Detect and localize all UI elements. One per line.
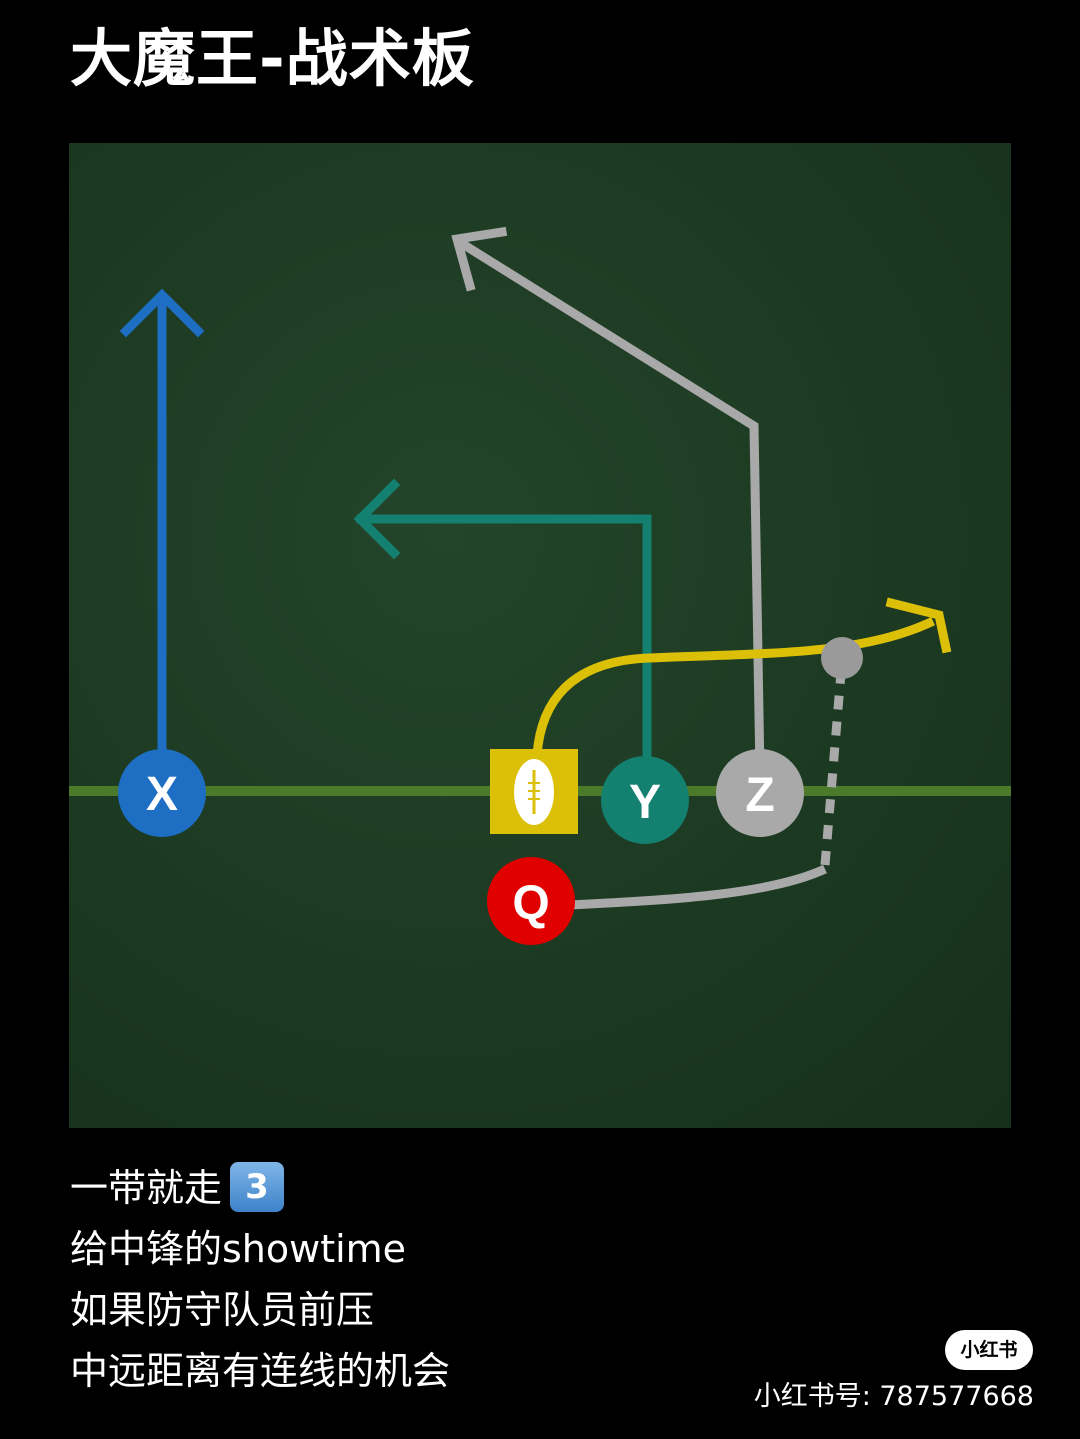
center-player bbox=[490, 749, 578, 834]
player-y: Y bbox=[601, 756, 689, 844]
player-z-label: Z bbox=[745, 769, 774, 822]
center-route bbox=[532, 597, 952, 760]
caption-line-2: 给中锋的showtime bbox=[70, 1227, 407, 1271]
player-x: X bbox=[118, 749, 206, 837]
player-q-label: Q bbox=[512, 877, 549, 930]
caption-line-3: 如果防守队员前压 bbox=[70, 1288, 375, 1332]
x-route bbox=[119, 288, 205, 778]
caption-line-1-text: 一带就走 bbox=[70, 1166, 223, 1210]
watermark: 小红书号: 787577668 bbox=[753, 1381, 1034, 1412]
y-route bbox=[353, 478, 652, 778]
number-badge: 3 bbox=[230, 1161, 285, 1212]
player-y-label: Y bbox=[629, 776, 661, 829]
q-route bbox=[568, 672, 846, 910]
xiaohongshu-logo: 小红书 bbox=[945, 1330, 1033, 1370]
catch-point-marker bbox=[821, 637, 863, 679]
z-route bbox=[451, 226, 765, 778]
player-q: Q bbox=[487, 857, 575, 945]
player-x-label: X bbox=[146, 768, 178, 821]
player-z: Z bbox=[716, 749, 804, 837]
play-diagram: X Y Z Q bbox=[69, 143, 1011, 1128]
field-svg: X Y Z Q bbox=[69, 226, 1011, 945]
page-title: 大魔王-战术板 bbox=[70, 22, 475, 95]
caption-line-4: 中远距离有连线的机会 bbox=[70, 1349, 451, 1393]
